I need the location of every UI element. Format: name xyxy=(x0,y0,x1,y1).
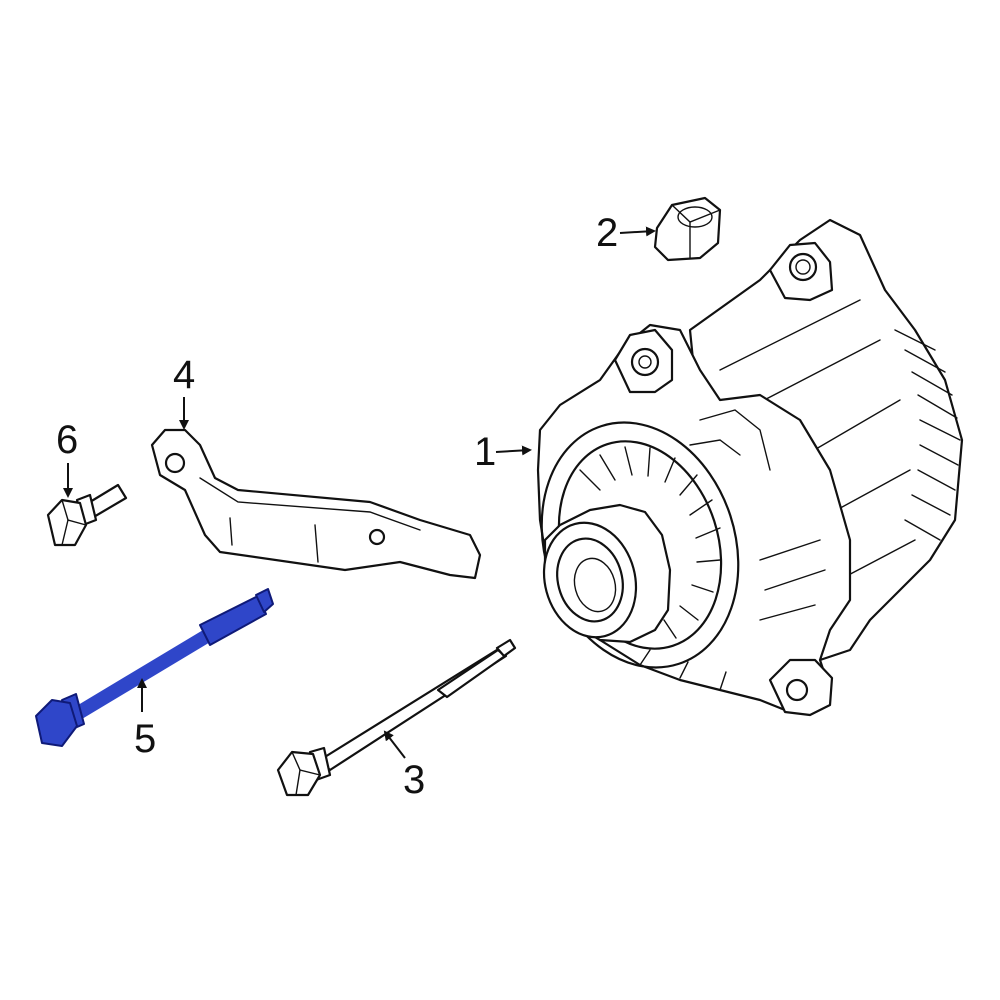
callout-5: 5 xyxy=(134,678,156,761)
callout-label-1: 1 xyxy=(474,430,496,474)
small-bolt[interactable] xyxy=(46,483,128,547)
callout-label-3: 3 xyxy=(403,758,425,802)
callout-1: 1 xyxy=(474,430,532,474)
callout-label-2: 2 xyxy=(596,211,618,255)
callout-label-5: 5 xyxy=(134,717,156,761)
callout-4: 4 xyxy=(173,353,195,430)
callout-label-6: 6 xyxy=(56,418,78,462)
callout-label-4: 4 xyxy=(173,353,195,397)
alternator[interactable] xyxy=(511,218,964,717)
mounting-bracket[interactable] xyxy=(150,428,482,580)
highlighted-bolt[interactable] xyxy=(35,588,274,747)
callout-2: 2 xyxy=(596,211,656,255)
long-bolt[interactable] xyxy=(276,638,517,797)
callout-3: 3 xyxy=(383,730,425,802)
callout-6: 6 xyxy=(56,418,78,498)
nut[interactable] xyxy=(653,196,722,262)
